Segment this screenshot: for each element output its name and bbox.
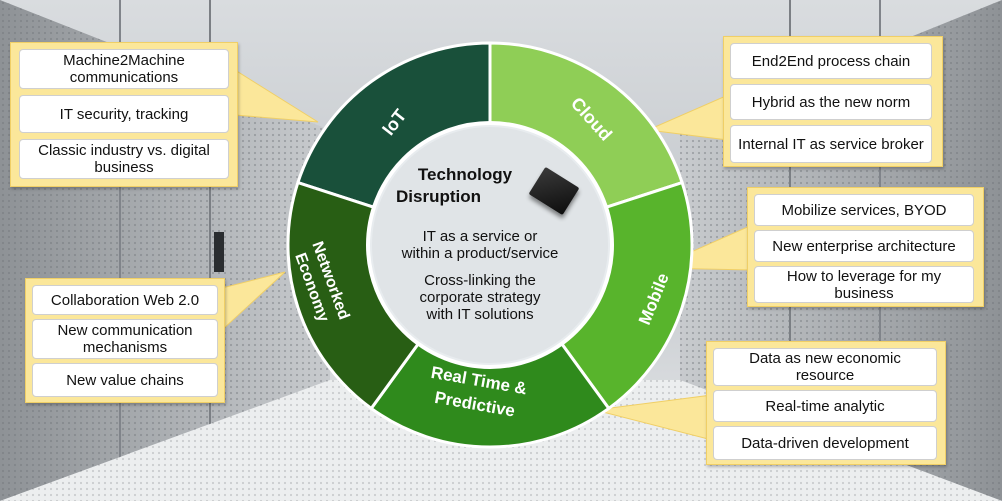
callout-panel-realtime: Data as new economic resource Real-time …: [706, 341, 946, 465]
callout-panel-networked: Collaboration Web 2.0 New communication …: [25, 278, 225, 403]
center-text-2-line3: with IT solutions: [426, 306, 534, 323]
callout-networked-3: New value chains: [32, 363, 218, 397]
callout-iot-1: Machine2Machine communications: [19, 49, 229, 89]
callout-realtime-3: Data-driven development: [713, 426, 937, 460]
center-text-2-line2: corporate strategy: [419, 289, 541, 306]
center-text-2-line1: Cross-linking the: [424, 272, 536, 289]
callout-realtime-1: Data as new economic resource: [713, 348, 937, 386]
pointer-networked: [221, 271, 286, 332]
center-text-1-line1: IT as a service or: [422, 228, 538, 245]
callout-panel-cloud: End2End process chain Hybrid as the new …: [723, 36, 943, 167]
callout-iot-3: Classic industry vs. digital business: [19, 139, 229, 179]
callout-panel-iot: Machine2Machine communications IT securi…: [10, 42, 238, 187]
callout-iot-2: IT security, tracking: [19, 95, 229, 133]
callout-networked-1: Collaboration Web 2.0: [32, 285, 218, 315]
callout-realtime-2: Real-time analytic: [713, 390, 937, 422]
callout-panel-mobile: Mobilize services, BYOD New enterprise a…: [747, 187, 984, 307]
center-title-line2: Disruption: [396, 187, 481, 206]
center-title: Technology Disruption: [390, 164, 540, 208]
callout-mobile-1: Mobilize services, BYOD: [754, 194, 974, 226]
pointer-iot: [234, 69, 319, 123]
center-text-1-line2: within a product/service: [401, 245, 559, 262]
callout-networked-2: New communication mechanisms: [32, 319, 218, 359]
callout-mobile-3: How to leverage for my business: [754, 266, 974, 303]
center-title-line1: Technology: [417, 165, 513, 184]
callout-cloud-1: End2End process chain: [730, 43, 932, 79]
callout-mobile-2: New enterprise architecture: [754, 230, 974, 262]
callout-cloud-2: Hybrid as the new norm: [730, 84, 932, 120]
callout-cloud-3: Internal IT as service broker: [730, 125, 932, 163]
